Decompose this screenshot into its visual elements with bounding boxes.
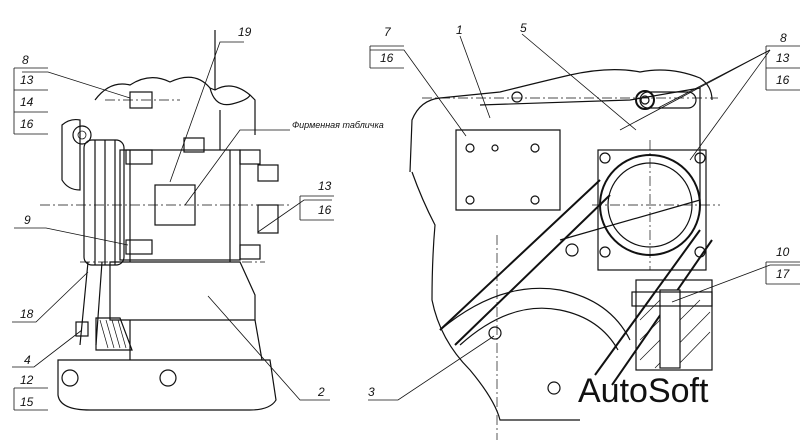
callout-18: 18 <box>20 307 34 321</box>
callout-13-right-of-left: 13 <box>318 179 332 193</box>
callout-14-left: 14 <box>20 95 34 109</box>
callout-19: 19 <box>238 25 252 39</box>
left-view <box>12 30 334 411</box>
callout-5: 5 <box>520 21 527 35</box>
callout-3: 3 <box>368 385 375 399</box>
nameplate-label: Фирменная табличка <box>292 120 384 130</box>
callout-2: 2 <box>317 385 325 399</box>
callout-16-right-of-left: 16 <box>318 203 332 217</box>
callout-17: 17 <box>776 267 791 281</box>
callout-10: 10 <box>776 245 790 259</box>
callout-7: 7 <box>384 25 392 39</box>
callout-16b-right: 16 <box>776 73 790 87</box>
right-view <box>368 33 800 440</box>
callout-13-right: 13 <box>776 51 790 65</box>
callout-13-left: 13 <box>20 73 34 87</box>
callout-12: 12 <box>20 373 34 387</box>
watermark-text: AutoSoft <box>578 372 709 410</box>
callout-16-left: 16 <box>20 117 34 131</box>
callout-9: 9 <box>24 213 31 227</box>
callout-16-right: 16 <box>380 51 394 65</box>
callout-15: 15 <box>20 395 34 409</box>
callout-4: 4 <box>24 353 31 367</box>
callout-8-left: 8 <box>22 53 29 67</box>
callout-8-right: 8 <box>780 31 787 45</box>
callout-1: 1 <box>456 23 463 37</box>
